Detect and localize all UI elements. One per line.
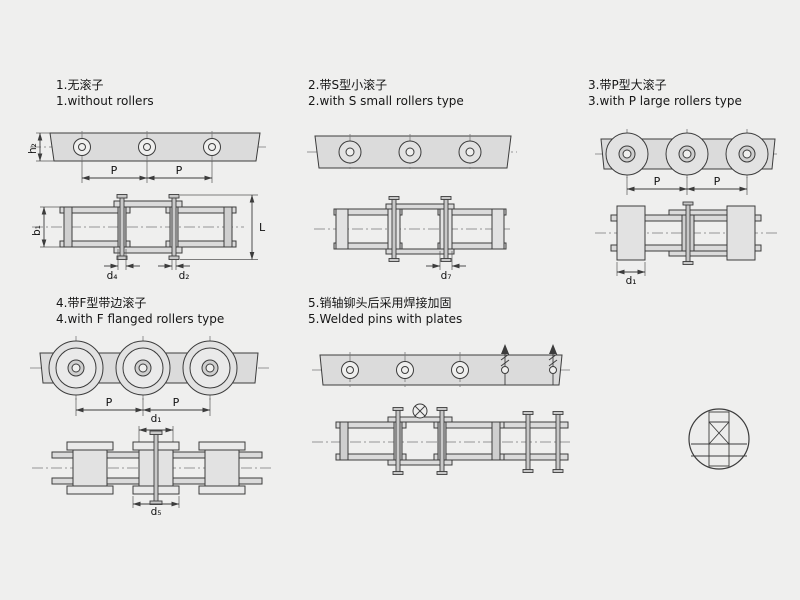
riveted-pins bbox=[388, 196, 452, 262]
dim-h2: h₂ bbox=[27, 132, 54, 162]
dim-label-p-left: P bbox=[106, 396, 113, 409]
welded-pin-section bbox=[691, 411, 747, 467]
section1-title-en: 1.without rollers bbox=[56, 93, 154, 108]
dim-d2: d₂ bbox=[158, 260, 190, 282]
dim-pitch-s3: P P bbox=[626, 175, 748, 195]
chain5-elevation-view bbox=[312, 344, 572, 388]
chain1-elevation-view: h₂ P P bbox=[27, 131, 266, 183]
dim-b1: b₁ bbox=[31, 206, 60, 248]
section2-title: 2.带S型小滚子 2.with S small rollers type bbox=[308, 78, 464, 109]
chain4-flanged-rollers bbox=[48, 340, 238, 396]
dim-label-d1: d₁ bbox=[626, 275, 637, 287]
section4-title-cn: 4.带F型带边滚子 bbox=[56, 296, 147, 310]
section2-title-en: 2.with S small rollers type bbox=[308, 93, 464, 108]
dim-label-d1: d₁ bbox=[151, 413, 162, 425]
riveted-pin bbox=[681, 201, 695, 265]
weld-detail-view bbox=[688, 408, 750, 470]
chain5-strip bbox=[319, 354, 563, 386]
outer-link-plates bbox=[387, 416, 569, 466]
section5-title: 5.销轴铆头后采用焊接加固 5.Welded pins with plates bbox=[308, 296, 462, 327]
inner-link-1 bbox=[333, 208, 403, 250]
weld-callout-left bbox=[500, 344, 510, 385]
inner-link-2 bbox=[165, 206, 237, 248]
dim-d4: d₄ bbox=[104, 249, 140, 282]
section3-title-en: 3.with P large rollers type bbox=[588, 93, 742, 108]
section5-title-en: 5.Welded pins with plates bbox=[308, 311, 463, 326]
chain1-pin-ends bbox=[73, 138, 221, 156]
outer-link-plates bbox=[385, 203, 455, 255]
dim-d7: d₇ bbox=[426, 251, 466, 282]
dim-label-d2: d₂ bbox=[179, 270, 190, 282]
chain3-large-rollers bbox=[605, 132, 769, 176]
inner-link-2 bbox=[433, 421, 505, 461]
outer-link-plates bbox=[113, 200, 183, 254]
dim-label-p-right: P bbox=[176, 164, 183, 177]
dim-label-L: L bbox=[259, 221, 266, 234]
chain2-small-rollers bbox=[338, 140, 482, 164]
dim-label-d5: d₅ bbox=[151, 506, 162, 518]
riveted-pins bbox=[116, 194, 180, 260]
chain2-pin-centerlines bbox=[349, 134, 471, 170]
chain2-plan-view: d₇ bbox=[314, 196, 510, 282]
chain3-plan-view: d₁ bbox=[595, 201, 779, 287]
section1-title-cn: 1.无滚子 bbox=[56, 78, 104, 92]
section3-title: 3.带P型大滚子 3.with P large rollers type bbox=[588, 78, 742, 109]
chain4-plan-view: d₁ bbox=[32, 413, 274, 518]
section5-title-cn: 5.销轴铆头后采用焊接加固 bbox=[308, 296, 452, 310]
section1-title: 1.无滚子 1.without rollers bbox=[56, 78, 154, 109]
dim-label-b1: b₁ bbox=[31, 225, 43, 236]
welded-pins bbox=[392, 407, 564, 475]
dim-pitch-s1: P P bbox=[81, 161, 213, 183]
inner-link-1 bbox=[335, 421, 407, 461]
dim-d1: d₁ bbox=[138, 413, 174, 444]
weld-callout-right bbox=[548, 344, 558, 385]
dim-label-h2: h₂ bbox=[27, 143, 39, 154]
dim-pitch-s4: P P bbox=[75, 396, 211, 416]
section2-title-cn: 2.带S型小滚子 bbox=[308, 78, 388, 92]
section4-title-en: 4.with F flanged rollers type bbox=[56, 311, 225, 326]
chain3-elevation-view: P P bbox=[595, 129, 779, 195]
chain4-elevation-view: P P bbox=[30, 336, 270, 416]
dim-d1: d₁ bbox=[616, 262, 646, 287]
dim-label-p-left: P bbox=[111, 164, 118, 177]
weld-detail-mark bbox=[412, 403, 428, 419]
dim-label-d7: d₇ bbox=[441, 270, 452, 282]
section3-title-cn: 3.带P型大滚子 bbox=[588, 78, 667, 92]
dim-L: L bbox=[180, 194, 266, 260]
large-rollers bbox=[616, 205, 756, 261]
inner-link-2 bbox=[437, 208, 507, 250]
chain2-elevation-view bbox=[307, 134, 517, 170]
dim-label-p-right: P bbox=[173, 396, 180, 409]
section4-title: 4.带F型带边滚子 4.with F flanged rollers type bbox=[56, 296, 224, 327]
dim-d5: d₅ bbox=[132, 496, 180, 518]
chain5-plan-view bbox=[312, 403, 570, 475]
chain5-pin-ends bbox=[341, 361, 469, 379]
dim-label-p-right: P bbox=[714, 175, 721, 188]
chain1-plan-view: b₁ L d₄ d₂ bbox=[31, 194, 266, 282]
flanged-roller-right bbox=[198, 441, 246, 495]
dim-label-d4: d₄ bbox=[107, 270, 118, 282]
detail-circle bbox=[688, 408, 750, 470]
flanged-roller-left bbox=[66, 441, 114, 495]
dim-label-p-left: P bbox=[654, 175, 661, 188]
chain5-pin-centerlines bbox=[349, 352, 461, 388]
